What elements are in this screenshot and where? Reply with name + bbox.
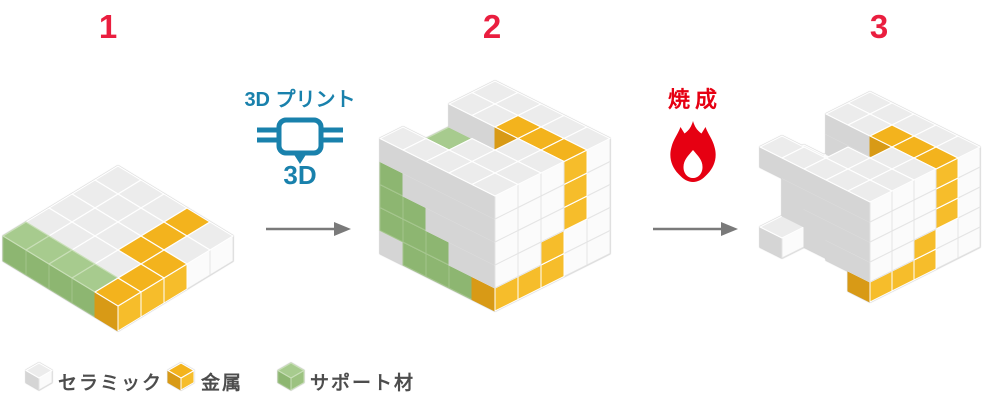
- legend-ceramic-cube-icon: [25, 361, 53, 391]
- printed-cube-voxel-illustration: [379, 80, 611, 312]
- legend-metal-label: 金属: [201, 373, 244, 394]
- legend-metal-cube-icon: [167, 361, 195, 391]
- legend-ceramic-label: セラミック: [58, 373, 164, 394]
- stage2-printed-cube: [368, 68, 620, 320]
- print-process-label: 3D プリント: [244, 89, 356, 111]
- legend-support-label: サポート材: [310, 373, 416, 394]
- arrow-right-icon-2: [650, 218, 740, 240]
- arrow-right-icon-1: [263, 218, 353, 240]
- step-number-2: 2: [482, 8, 502, 45]
- stage1-layer-slab: [0, 158, 245, 343]
- legend-support-cube-icon: [277, 361, 305, 391]
- step-number-1: 1: [98, 8, 118, 45]
- firing-process-label: 焼成: [667, 87, 722, 112]
- flame-icon: [667, 119, 719, 185]
- printer-icon: [250, 117, 350, 167]
- printer-icon-3d-text: 3D: [283, 160, 317, 190]
- step-number-3: 3: [869, 8, 889, 45]
- fired-cube-voxel-illustration: [759, 91, 981, 303]
- slab-voxel-illustration: [2, 165, 234, 332]
- stage3-fired-cube: [748, 78, 998, 316]
